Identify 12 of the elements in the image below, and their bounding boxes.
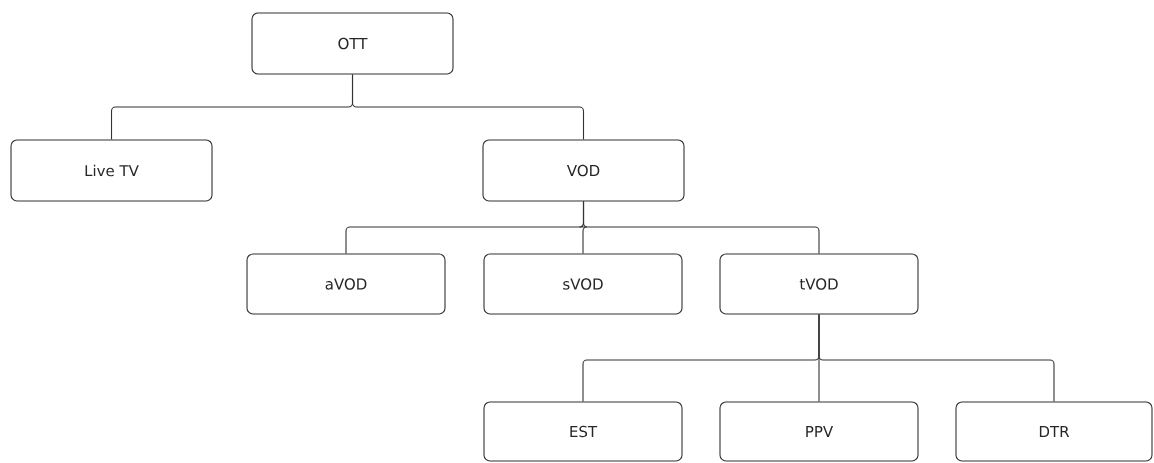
process-box: EST: [483, 401, 683, 462]
connector-line: [582, 201, 820, 254]
process-box: tVOD: [719, 253, 919, 315]
process-box: VOD: [482, 139, 685, 202]
connector-line: [818, 314, 1055, 402]
connector-line: [351, 74, 585, 140]
process-box: DTR: [955, 401, 1153, 462]
process-box: sVOD: [483, 253, 683, 315]
process-box: OTT: [251, 12, 454, 75]
process-box: aVOD: [246, 253, 446, 315]
process-box: PPV: [719, 401, 919, 462]
process-box: Live TV: [10, 139, 213, 202]
